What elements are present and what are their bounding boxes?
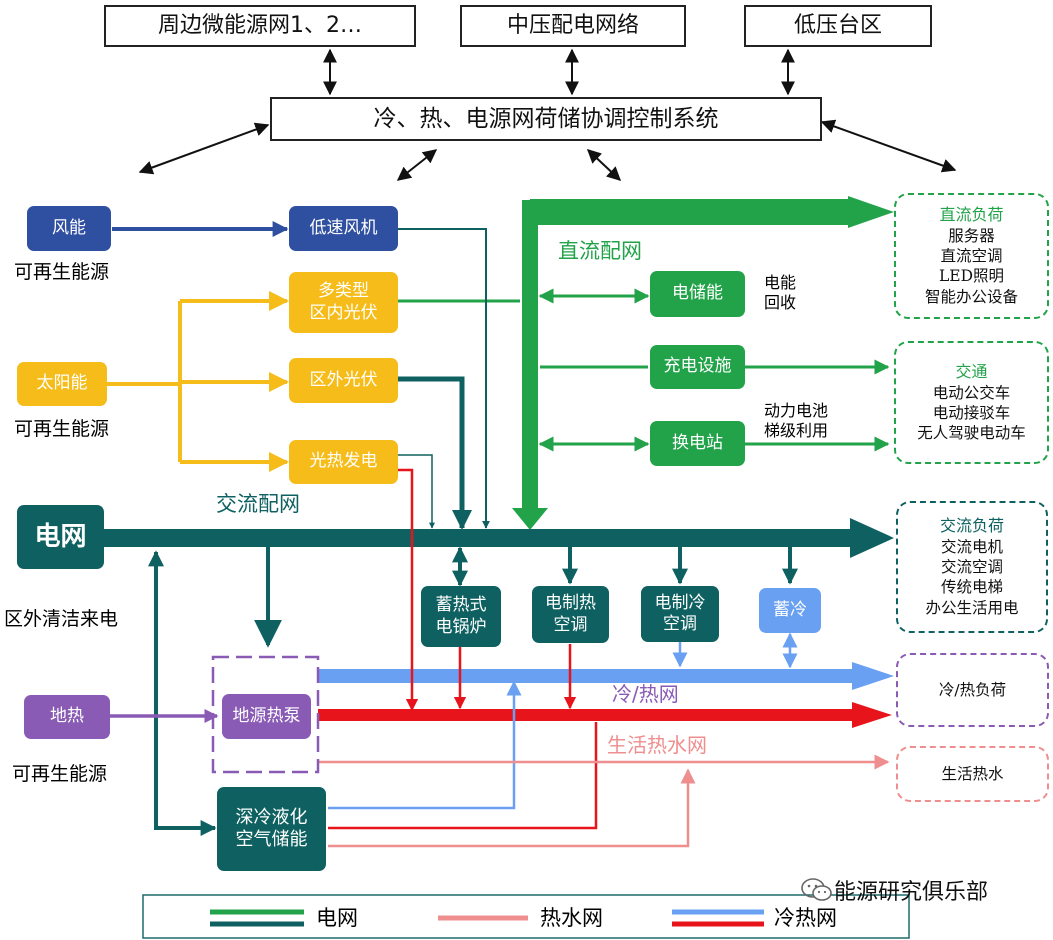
dc-load-box: 直流负荷 服务器 直流空调 LED照明 智能办公设备 xyxy=(894,193,1049,319)
ac-load-item: 办公生活用电 xyxy=(925,598,1019,617)
cascade-line2: 梯级利用 xyxy=(764,421,829,440)
solar-thermal-box: 光热发电 xyxy=(289,440,398,484)
ac-network-label: 交流配网 xyxy=(216,492,300,516)
hot-water-network-label: 生活热水网 xyxy=(607,733,707,757)
multi-pv-line2: 区内光伏 xyxy=(309,302,378,323)
ac-load-box: 交流负荷 交流电机 交流空调 传统电梯 办公生活用电 xyxy=(896,501,1048,633)
traffic-load-item: 无人驾驶电动车 xyxy=(917,423,1026,442)
multi-pv-box: 多类型 区内光伏 xyxy=(289,272,398,333)
wechat-icon xyxy=(801,878,832,901)
grid-box: 电网 xyxy=(17,505,104,569)
wind-renew-label: 可再生能源 xyxy=(14,261,110,283)
cool-ac-line2: 空调 xyxy=(663,614,697,634)
liquid-air-line1: 深冷液化 xyxy=(235,806,308,828)
multi-pv-line1: 多类型 xyxy=(318,281,369,302)
dc-load-item: LED照明 xyxy=(938,267,1005,286)
heat-ac-box: 电制热 空调 xyxy=(532,586,609,643)
dc-load-item: 智能办公设备 xyxy=(924,287,1018,306)
heat-ac-line1: 电制热 xyxy=(545,593,596,614)
ac-load-item: 传统电梯 xyxy=(940,578,1003,597)
ac-load-item: 交流空调 xyxy=(940,558,1003,577)
solar-box: 太阳能 xyxy=(17,362,107,406)
liquid-air-line2: 空气储能 xyxy=(235,829,308,850)
micro-grid-box: 周边微能源网1、2… xyxy=(104,5,416,47)
heat-ac-line2: 空调 xyxy=(553,614,588,635)
lv-area-box: 低压台区 xyxy=(744,5,932,47)
dc-network-label: 直流配网 xyxy=(558,239,642,263)
outer-pv-box: 区外光伏 xyxy=(289,358,398,403)
cascade-note: 动力电池 梯级利用 xyxy=(764,401,828,441)
watermark: 能源研究俱乐部 xyxy=(800,873,1040,907)
geo-renew-label: 可再生能源 xyxy=(12,763,108,785)
legend-water-label: 热水网 xyxy=(540,906,603,930)
geothermal-box: 地热 xyxy=(24,695,110,739)
boiler-box: 蓄热式 电锅炉 xyxy=(421,586,501,647)
low-speed-wind-box: 低速风机 xyxy=(289,206,398,251)
dc-load-title: 直流负荷 xyxy=(939,205,1004,225)
ac-load-title: 交流负荷 xyxy=(939,516,1004,536)
watermark-text: 能源研究俱乐部 xyxy=(834,880,989,905)
traffic-load-item: 电动接驳车 xyxy=(932,403,1011,422)
legend-coolheat-label: 冷热网 xyxy=(774,906,837,930)
dc-load-item: 直流空调 xyxy=(940,247,1003,266)
boiler-line1: 蓄热式 xyxy=(435,595,487,616)
solar-lines xyxy=(107,291,289,472)
cool-ac-line1: 电制冷 xyxy=(654,592,706,613)
traffic-load-item: 电动公交车 xyxy=(932,383,1011,402)
cool-ac-box: 电制冷 空调 xyxy=(641,586,719,642)
solar-renew-label: 可再生能源 xyxy=(14,418,110,440)
lsw-line xyxy=(398,228,490,529)
dc-load-item: 服务器 xyxy=(948,227,995,246)
recovery-line2: 回收 xyxy=(764,293,797,312)
recovery-note: 电能 回收 xyxy=(764,273,796,313)
legend-frame xyxy=(142,894,910,939)
storage-box: 电储能 xyxy=(650,271,745,317)
cascade-line1: 动力电池 xyxy=(764,401,829,420)
mv-grid-box: 中压配电网络 xyxy=(460,5,686,47)
boiler-line2: 电锅炉 xyxy=(435,616,487,637)
control-system-box: 冷、热、电源网荷储协调控制系统 xyxy=(270,97,822,141)
recovery-line1: 电能 xyxy=(764,273,797,292)
hot-water-load-box: 生活热水 xyxy=(896,746,1049,802)
liquid-air-box: 深冷液化 空气储能 xyxy=(217,787,326,871)
traffic-load-box: 交通 电动公交车 电动接驳车 无人驾驶电动车 xyxy=(894,341,1049,464)
charging-box: 充电设施 xyxy=(650,345,745,389)
ac-load-item: 交流电机 xyxy=(940,538,1003,557)
wind-box: 风能 xyxy=(27,206,111,251)
legend-lines xyxy=(210,909,764,927)
clean-import-label: 区外清洁来电 xyxy=(4,608,119,630)
control-links xyxy=(138,48,957,181)
cold-storage-box: 蓄冷 xyxy=(759,588,821,633)
cool-heat-load-box: 冷/热负荷 xyxy=(896,653,1049,727)
legend-power-label: 电网 xyxy=(316,906,358,930)
traffic-load-title: 交通 xyxy=(955,361,988,381)
ground-pump-box: 地源热泵 xyxy=(222,694,311,739)
swap-station-box: 换电站 xyxy=(650,421,745,466)
cool-heat-network-label: 冷/热网 xyxy=(612,682,679,706)
